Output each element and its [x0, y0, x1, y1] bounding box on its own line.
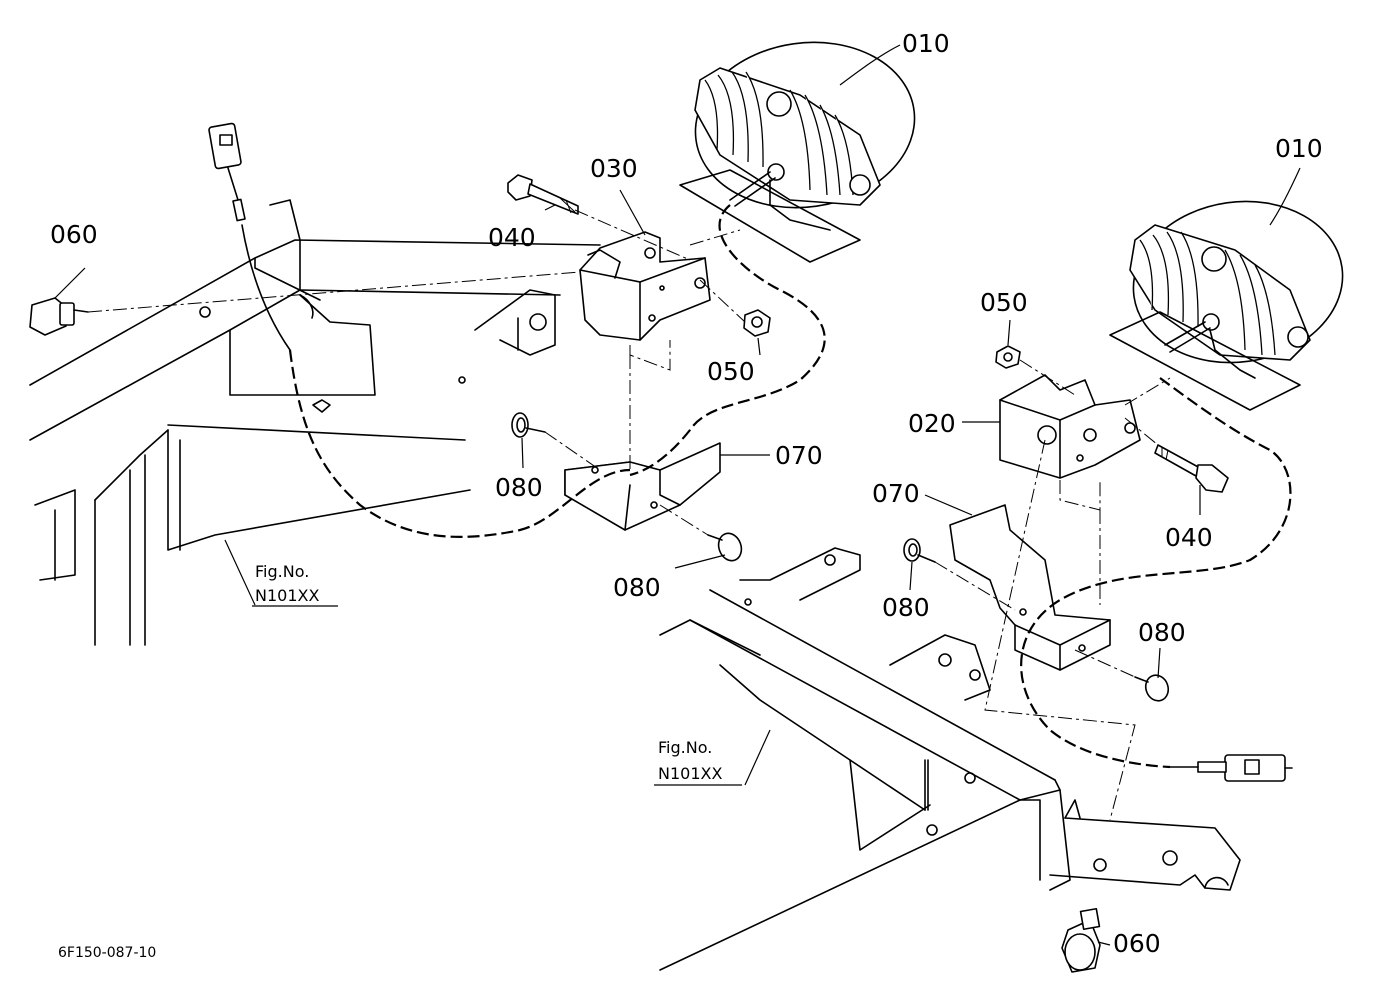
plug-060-right: [1061, 907, 1101, 973]
lamp-right-fins: [1139, 231, 1276, 356]
callout-labels: 010 010 030 040 060 050 050 020 070 070 …: [50, 29, 1323, 958]
callout-screw-right-b: 080: [1138, 618, 1186, 647]
leader-lines: [54, 44, 1301, 946]
bracket-030: [579, 231, 711, 341]
screw-080-left-b: [707, 532, 743, 562]
callout-plug-left: 060: [50, 220, 98, 249]
drawing-code: 6F150-087-10: [58, 945, 156, 961]
callout-bolt-right: 040: [1165, 523, 1213, 552]
bolt-040-left: [507, 174, 579, 215]
lamp-right: [1109, 200, 1344, 411]
connector-left: [208, 122, 291, 351]
wiring-harness: [288, 204, 1292, 769]
callout-screw-left-a: 080: [495, 473, 543, 502]
callout-lamp-right: 010: [1275, 134, 1323, 163]
plate-070-right: [949, 504, 1111, 671]
fig-ref-right-line2: N101XX: [658, 764, 722, 783]
screw-080-right-b: [1134, 674, 1170, 702]
callout-nut-right: 050: [980, 288, 1028, 317]
bracket-020: [999, 374, 1141, 479]
assembly-center-lines: [87, 209, 1171, 821]
fig-ref-left-line2: N101XX: [255, 586, 319, 605]
fig-ref-left-line1: Fig.No.: [255, 562, 309, 581]
nut-050-right: [995, 345, 1021, 369]
plug-060-left: [29, 297, 89, 336]
lamp-left: [679, 41, 916, 263]
fig-ref-right-line1: Fig.No.: [658, 738, 712, 757]
left-frame: [29, 199, 601, 646]
lower-frame: [659, 547, 1241, 971]
callout-plug-right: 060: [1113, 929, 1161, 958]
fig-ref-left: Fig.No. N101XX: [252, 562, 338, 607]
callout-screw-right-a: 080: [882, 593, 930, 622]
callout-bracket-020: 020: [908, 409, 956, 438]
plate-070-left: [564, 442, 721, 531]
callout-bracket-030: 030: [590, 154, 638, 183]
screw-080-right-a: [903, 538, 936, 563]
callout-lamp-left: 010: [902, 29, 950, 58]
screw-080-left-a: [511, 412, 546, 438]
bolt-040-right: [1154, 444, 1229, 493]
callout-bolt-left: 040: [488, 223, 536, 252]
fig-ref-right: Fig.No. N101XX: [654, 738, 742, 786]
callout-plate-left: 070: [775, 441, 823, 470]
connector-right: [1169, 754, 1293, 782]
callout-plate-right: 070: [872, 479, 920, 508]
callout-nut-left: 050: [707, 357, 755, 386]
nut-050-left: [743, 309, 771, 337]
callout-screw-left-b: 080: [613, 573, 661, 602]
